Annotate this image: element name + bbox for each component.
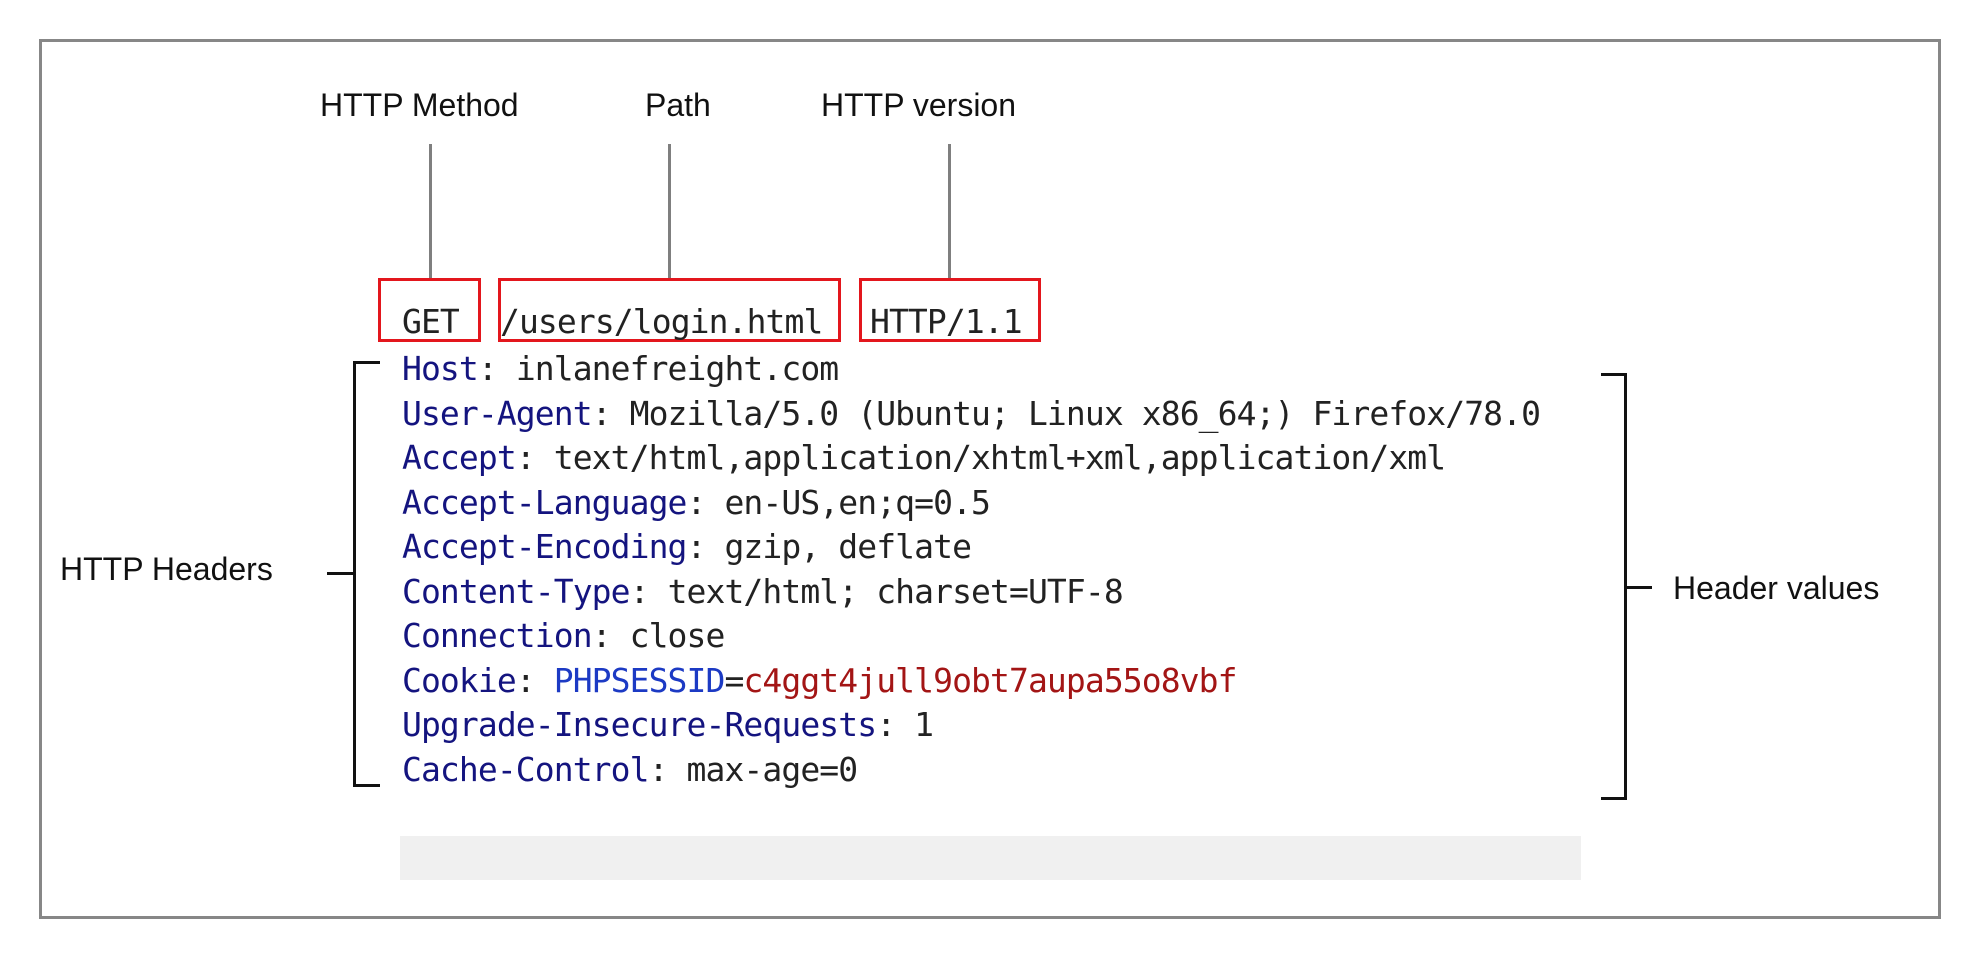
request-version: HTTP/1.1 <box>870 302 1023 341</box>
request-body-area <box>400 836 1581 880</box>
header-value: max-age=0 <box>686 750 859 789</box>
values-bracket-tick <box>1624 586 1652 589</box>
header-row-cache-control: Cache-Control: max-age=0 <box>402 750 859 789</box>
header-value: 1 <box>914 705 934 744</box>
values-bracket-top <box>1601 373 1627 376</box>
header-row-content-type: Content-Type: text/html; charset=UTF-8 <box>402 572 1124 611</box>
headers-bracket-bottom <box>353 784 380 787</box>
header-key: Accept <box>402 438 517 477</box>
method-highlight-box <box>378 278 481 342</box>
header-value: gzip, deflate <box>724 527 972 566</box>
header-key: User-Agent <box>402 394 593 433</box>
header-row-upgrade-insecure-requests: Upgrade-Insecure-Requests: 1 <box>402 705 934 744</box>
header-value: inlanefreight.com <box>515 349 839 388</box>
cookie-name: PHPSESSID <box>553 661 726 700</box>
label-path: Path <box>645 87 711 123</box>
header-value: Mozilla/5.0 (Ubuntu; Linux x86_64;) Fire… <box>629 394 1541 433</box>
header-row-connection: Connection: close <box>402 616 726 655</box>
header-row-accept-encoding: Accept-Encoding: gzip, deflate <box>402 527 972 566</box>
header-row-host: Host: inlanefreight.com <box>402 349 839 388</box>
header-key: Accept-Language <box>402 483 687 522</box>
request-method: GET <box>402 302 460 341</box>
headers-bracket-tick <box>327 572 356 575</box>
diagram-frame <box>39 39 1941 919</box>
header-key: Cookie <box>402 661 517 700</box>
label-http-method: HTTP Method <box>320 87 519 123</box>
header-key: Accept-Encoding <box>402 527 687 566</box>
headers-bracket-top <box>353 361 380 364</box>
connector-method <box>429 144 432 279</box>
header-row-accept: Accept: text/html,application/xhtml+xml,… <box>402 438 1446 477</box>
header-key: Content-Type <box>402 572 631 611</box>
connector-version <box>948 144 951 279</box>
header-value: close <box>629 616 726 655</box>
request-path: /users/login.html <box>500 302 823 341</box>
path-highlight-box <box>498 278 841 342</box>
version-highlight-box <box>859 278 1041 342</box>
connector-path <box>668 144 671 279</box>
header-key: Host <box>402 349 479 388</box>
label-header-values: Header values <box>1673 570 1880 606</box>
header-row-cookie: Cookie: PHPSESSID=c4ggt4jull9obt7aupa55o… <box>402 661 1238 700</box>
header-key: Upgrade-Insecure-Requests <box>402 705 877 744</box>
label-http-version: HTTP version <box>821 87 1017 123</box>
header-key: Connection <box>402 616 593 655</box>
cookie-value: c4ggt4jull9obt7aupa55o8vbf <box>743 661 1237 700</box>
header-row-user-agent: User-Agent: Mozilla/5.0 (Ubuntu; Linux x… <box>402 394 1541 433</box>
values-bracket-bottom <box>1601 797 1627 800</box>
header-value: text/html; charset=UTF-8 <box>667 572 1124 611</box>
header-value: text/html,application/xhtml+xml,applicat… <box>553 438 1446 477</box>
header-row-accept-language: Accept-Language: en-US,en;q=0.5 <box>402 483 991 522</box>
label-http-headers: HTTP Headers <box>60 551 273 587</box>
header-value: en-US,en;q=0.5 <box>724 483 991 522</box>
header-key: Cache-Control <box>402 750 649 789</box>
